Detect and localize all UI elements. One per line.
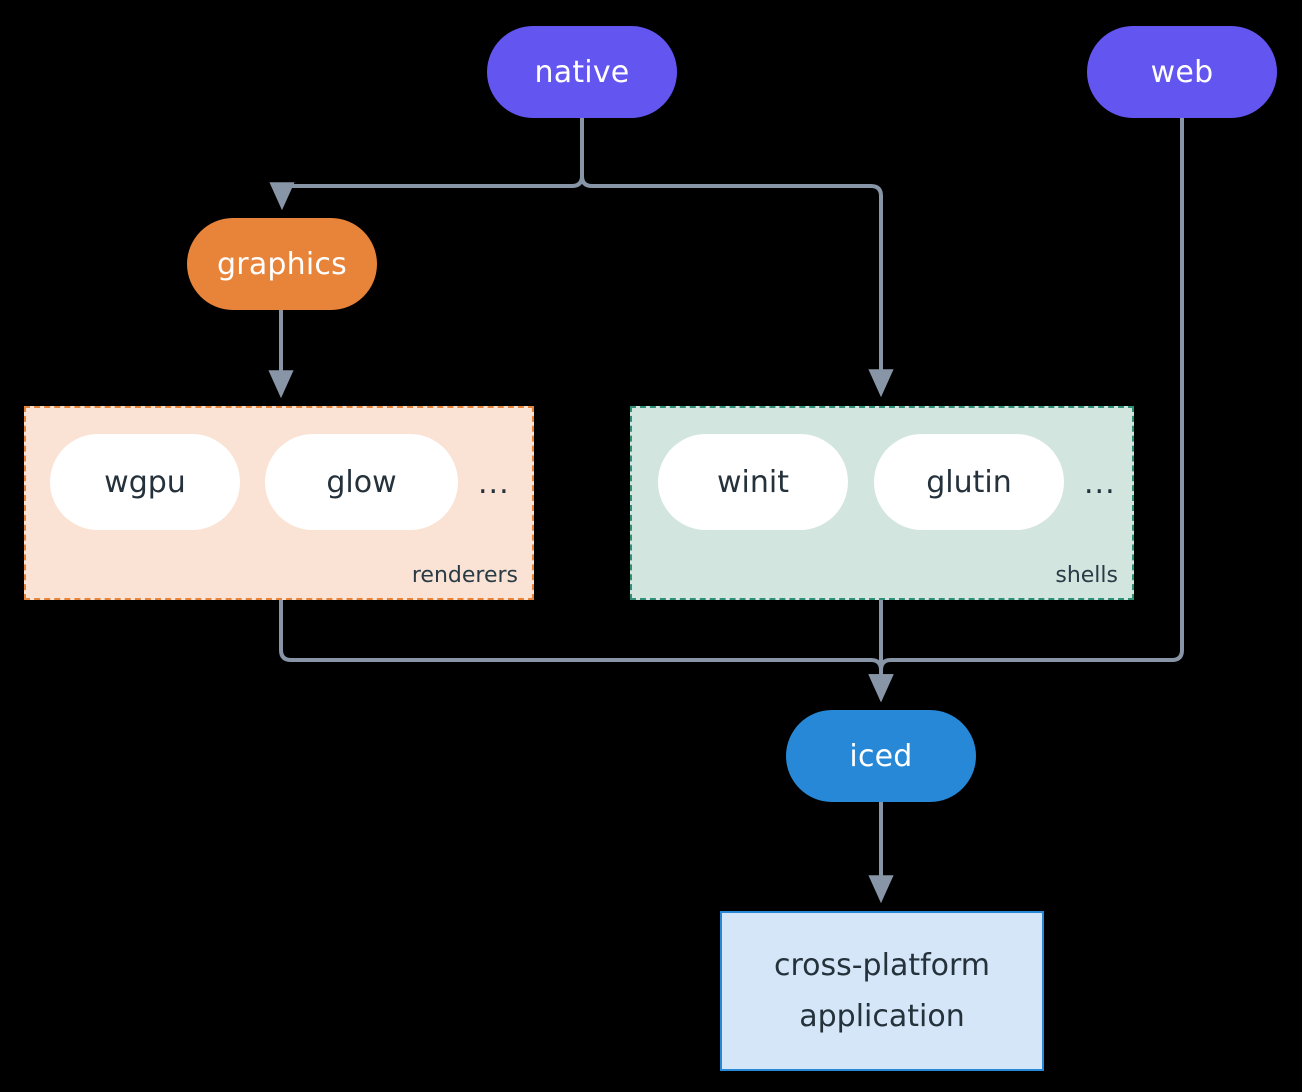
edge-native-to-graphics [269,118,584,211]
chip-glutin-label: glutin [926,464,1012,500]
node-graphics-label: graphics [217,246,347,282]
chip-glow-label: glow [326,464,397,500]
chip-wgpu-label: wgpu [104,464,186,500]
group-renderers[interactable]: wgpu glow ... renderers [24,406,534,600]
node-iced[interactable]: iced [786,710,976,802]
node-native-label: native [534,54,630,90]
chip-winit-label: winit [717,464,789,500]
chip-glutin[interactable]: glutin [874,434,1064,530]
application-label-line1: cross-platform [773,948,991,983]
group-renderers-label: renderers [411,563,518,588]
node-iced-label: iced [849,738,913,774]
group-shells-label: shells [1055,563,1118,588]
node-graphics[interactable]: graphics [187,218,377,310]
edge-native-to-shells [580,118,894,398]
shells-more-ellipsis: ... [1084,466,1116,501]
edge-renderers-to-iced [279,600,894,703]
node-cross-platform-application[interactable]: cross-platform application [720,911,1044,1071]
chip-glow[interactable]: glow [265,434,458,530]
chip-winit[interactable]: winit [658,434,848,530]
node-web[interactable]: web [1087,26,1277,118]
renderers-more-ellipsis: ... [478,466,510,501]
group-shells[interactable]: winit glutin ... shells [630,406,1134,600]
node-web-label: web [1150,54,1214,90]
chip-wgpu[interactable]: wgpu [50,434,240,530]
application-label-line2: application [799,999,965,1034]
node-native[interactable]: native [487,26,677,118]
